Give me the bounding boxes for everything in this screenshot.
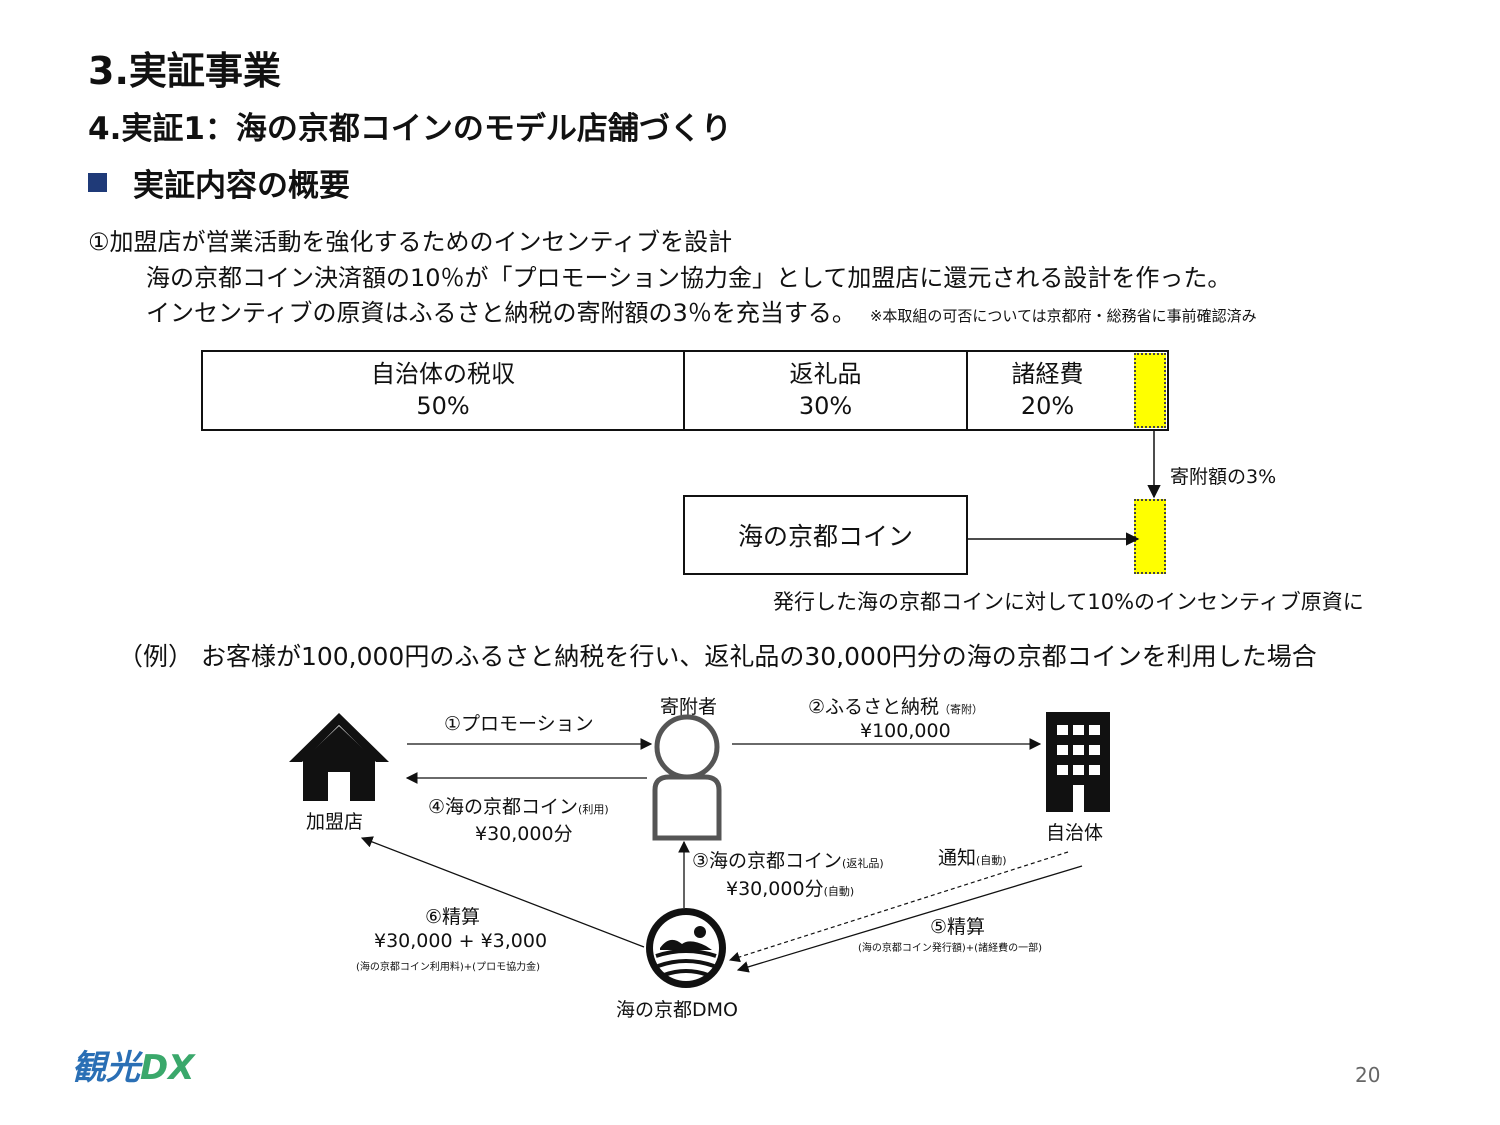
arrow-step5 bbox=[736, 865, 1083, 973]
dmo-label: 海の京都DMO bbox=[616, 999, 738, 1021]
umi-kyoto-coin-box: 海の京都コイン bbox=[683, 495, 968, 575]
step3-amount: ¥30,000分 bbox=[726, 878, 824, 900]
step3-label: ③海の京都コイン(返礼品) bbox=[692, 846, 884, 873]
store-label: 加盟店 bbox=[306, 811, 364, 833]
step6-label: ⑥精算 bbox=[425, 906, 481, 928]
logo-main-text: 観光 bbox=[72, 1048, 140, 1088]
kanko-dx-logo: 観光DX bbox=[72, 1040, 194, 1089]
building-icon bbox=[1046, 712, 1110, 812]
confirmation-note: ※本取組の可否については京都府・総務省に事前確認済み bbox=[869, 307, 1257, 325]
arrow-notify bbox=[728, 851, 1069, 963]
breakdown-cell-pct: 20% bbox=[1020, 392, 1075, 420]
step5-label: ⑤精算 bbox=[930, 916, 986, 938]
section-heading-text: 実証内容の概要 bbox=[133, 168, 350, 204]
breakdown-cell-label: 諸経費 bbox=[1011, 360, 1084, 388]
section-heading: 実証内容の概要 bbox=[88, 160, 350, 205]
step4-amount: ¥30,000分 bbox=[475, 823, 573, 845]
square-bullet-icon bbox=[88, 173, 107, 192]
notify-main: 通知 bbox=[938, 847, 977, 869]
page-number: 20 bbox=[1355, 1063, 1381, 1087]
breakdown-cell-tax: 自治体の税収 50% bbox=[201, 350, 685, 431]
breakdown-cell-label: 返礼品 bbox=[789, 360, 862, 388]
page-subtitle: 4.実証1：海の京都コインのモデル店舗づくり bbox=[88, 111, 732, 147]
breakdown-cell-pct: 50% bbox=[416, 392, 470, 420]
step4-small: (利用) bbox=[578, 803, 609, 816]
body-line-2: 海の京都コイン決済額の10％が「プロモーション協力金」として加盟店に還元される設… bbox=[146, 264, 1232, 292]
arrow-step6 bbox=[360, 836, 645, 948]
step3-amount-small: (自動) bbox=[823, 885, 855, 898]
step6-amount: ¥30,000 + ¥3,000 bbox=[374, 930, 548, 952]
step1-label: ①プロモーション bbox=[444, 713, 594, 735]
donor-label: 寄附者 bbox=[660, 696, 718, 718]
municipality-label: 自治体 bbox=[1046, 822, 1104, 844]
step2-small: （寄附） bbox=[939, 703, 984, 716]
breakdown-cell-pct: 30% bbox=[798, 392, 853, 420]
body-line-3-text: インセンティブの原資はふるさと納税の寄附額の3％を充当する。 bbox=[146, 299, 856, 327]
page-title: 3.実証事業 bbox=[88, 49, 281, 93]
breakdown-cell-label: 自治体の税収 bbox=[371, 360, 515, 388]
person-icon bbox=[652, 714, 722, 841]
step6-small: (海の京都コイン利用料)+(プロモ協力金) bbox=[356, 962, 540, 973]
step2-label: ②ふるさと納税（寄附） bbox=[808, 692, 983, 719]
donation-3pct-segment bbox=[1134, 353, 1166, 428]
body-line-1: ①加盟店が営業活動を強化するためのインセンティブを設計 bbox=[88, 228, 733, 256]
example-heading: （例） お客様が100,000円のふるさと納税を行い、返礼品の30,000円分の… bbox=[118, 642, 1317, 671]
dmo-logo-icon bbox=[646, 908, 726, 988]
notify-label: 通知(自動) bbox=[938, 843, 1007, 870]
step3-main: ③海の京都コイン bbox=[692, 850, 843, 872]
body-line-3: インセンティブの原資はふるさと納税の寄附額の3％を充当する。 ※本取組の可否につい… bbox=[146, 293, 1257, 328]
house-icon bbox=[289, 713, 389, 801]
notify-small: (自動) bbox=[976, 854, 1007, 867]
logo-dx-text: DX bbox=[140, 1048, 195, 1088]
step3-small: (返礼品) bbox=[842, 857, 884, 870]
step4-label: ④海の京都コイン(利用) bbox=[428, 792, 609, 819]
step5-small: (海の京都コイン発行額)+(諸経費の一部) bbox=[858, 943, 1042, 954]
step2-main: ②ふるさと納税 bbox=[808, 696, 940, 718]
breakdown-cell-gifts: 返礼品 30% bbox=[683, 350, 968, 431]
step2-amount: ¥100,000 bbox=[860, 720, 951, 742]
coin-caption: 発行した海の京都コインに対して10%のインセンティブ原資に bbox=[773, 590, 1364, 614]
arrow-label-3pct: 寄附額の3% bbox=[1170, 466, 1277, 488]
step3-amount-label: ¥30,000分(自動) bbox=[726, 874, 854, 901]
step4-main: ④海の京都コイン bbox=[428, 796, 579, 818]
